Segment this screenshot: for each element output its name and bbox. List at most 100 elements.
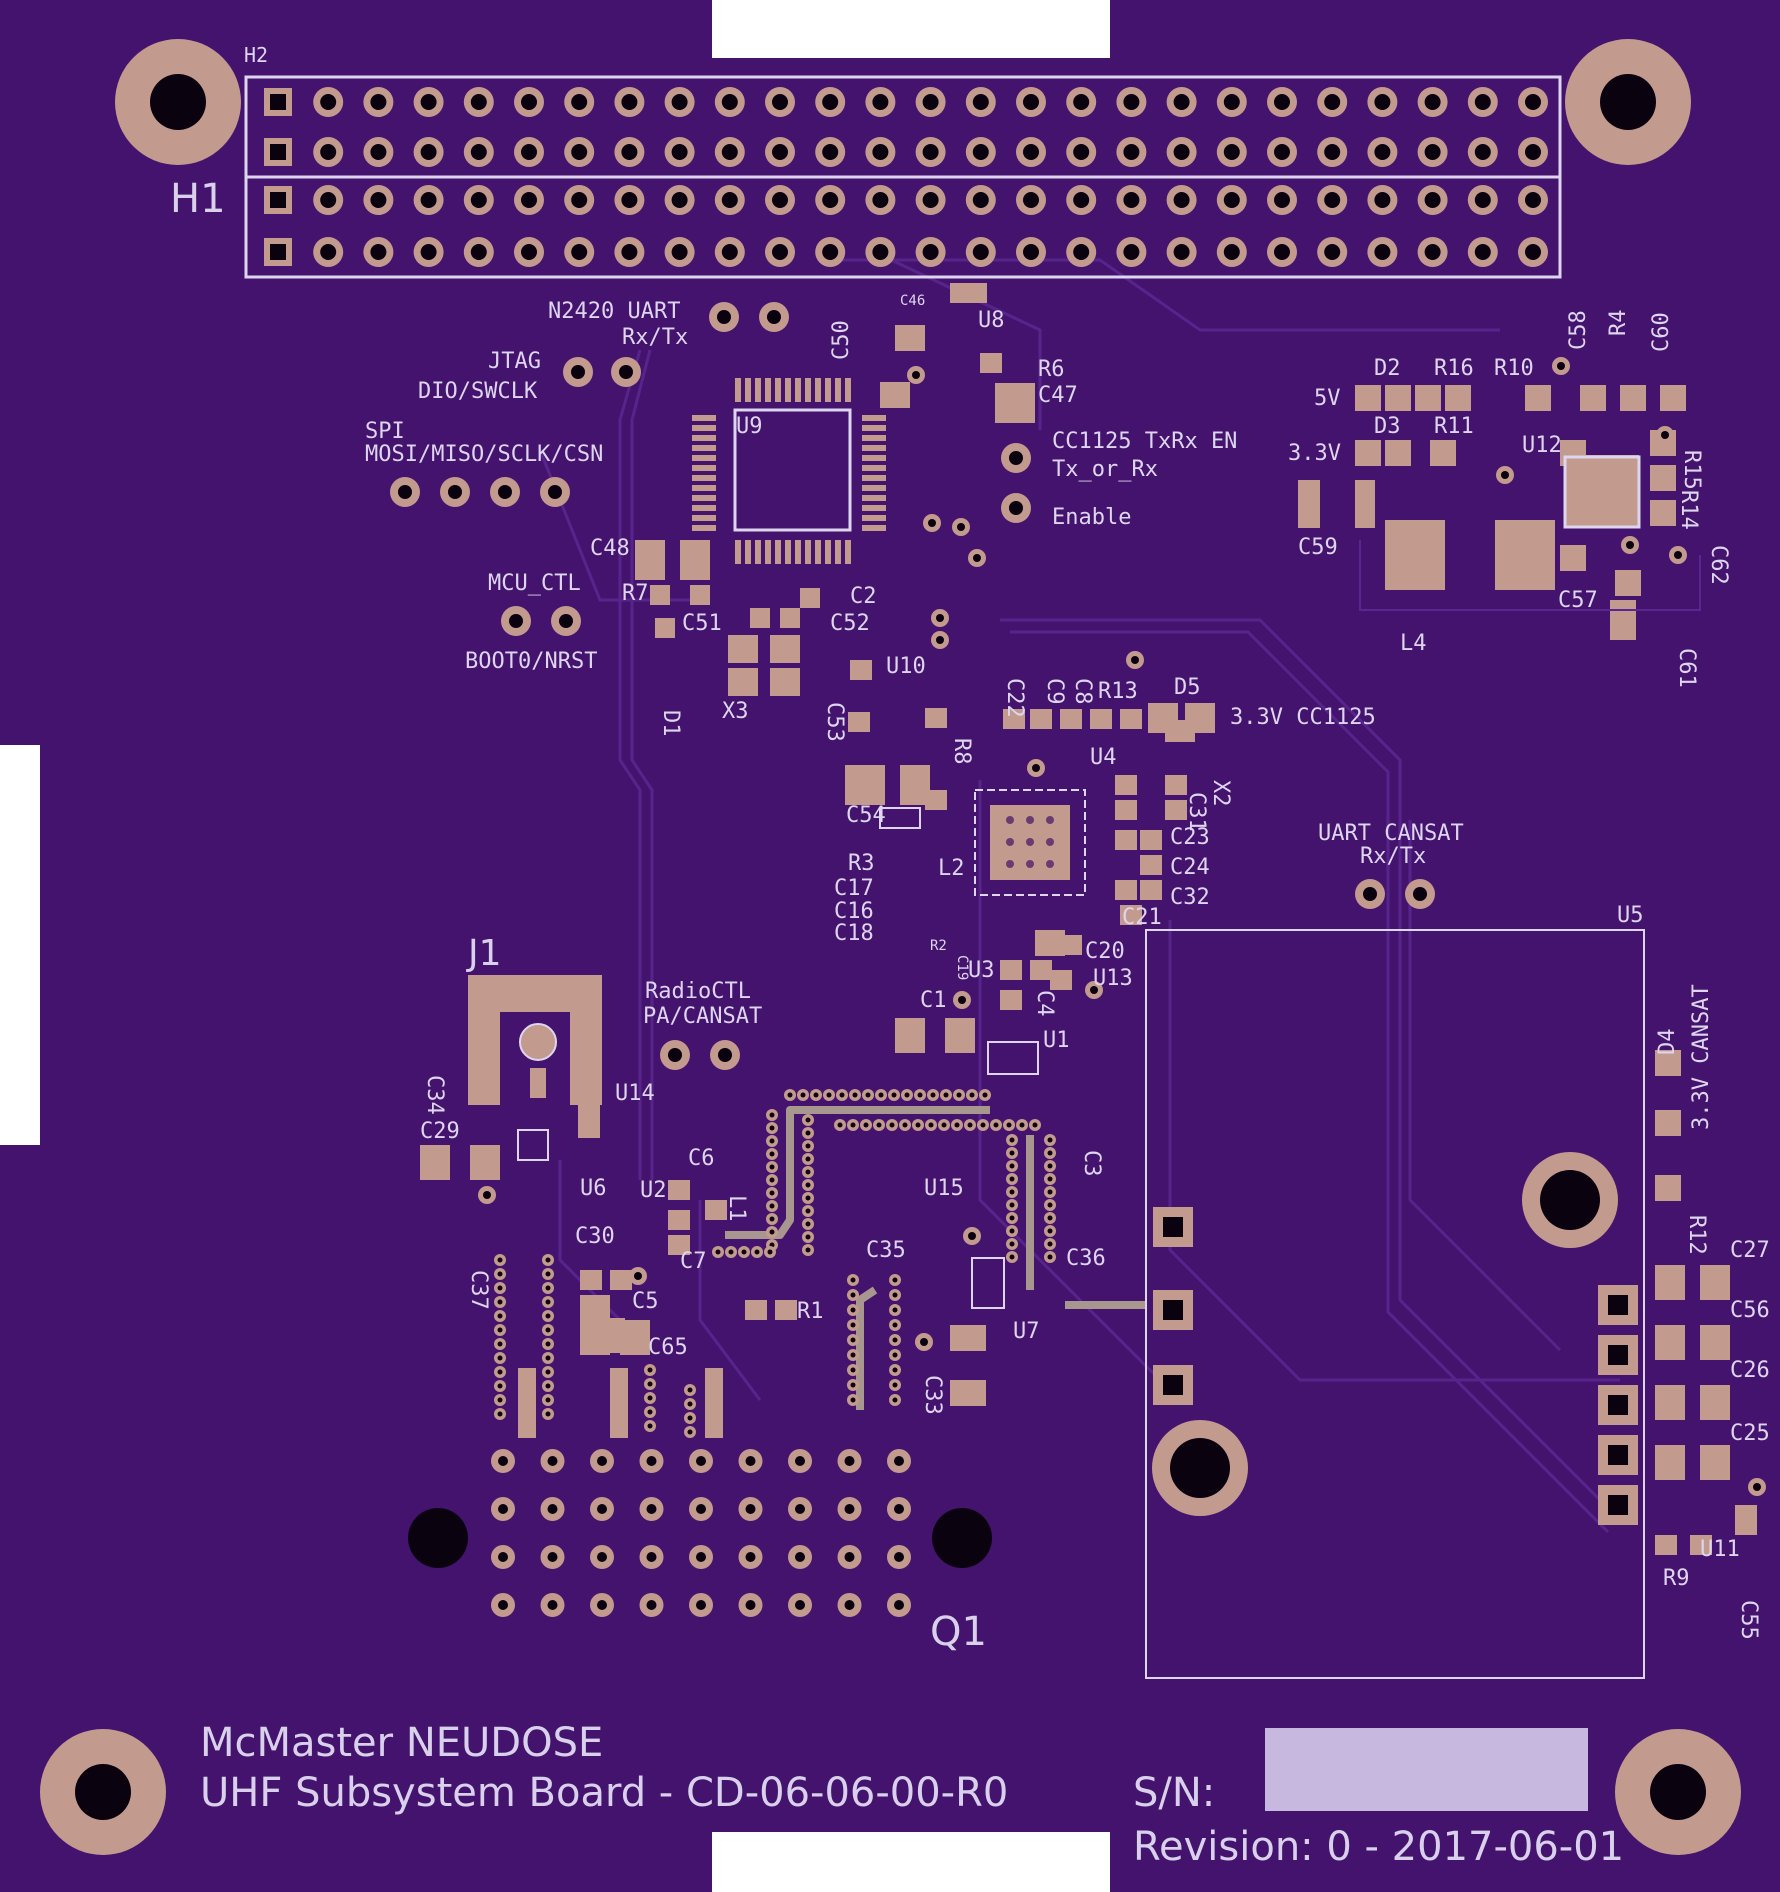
refdes-c1: C1 xyxy=(920,988,947,1013)
refdes-c62: C62 xyxy=(1706,545,1731,585)
refdes-c34: C34 xyxy=(422,1075,447,1115)
refdes-c35: C35 xyxy=(866,1238,906,1263)
refdes-c65: C65 xyxy=(648,1335,688,1360)
refdes-c53: C53 xyxy=(822,702,847,742)
n2420-uart-label: N2420 UART xyxy=(548,299,680,324)
refdes-u10: U10 xyxy=(886,654,926,679)
refdes-c25: C25 xyxy=(1730,1421,1770,1446)
refdes-c52: C52 xyxy=(830,611,870,636)
q1-label: Q1 xyxy=(930,1609,987,1655)
refdes-c3: C3 xyxy=(1079,1150,1104,1177)
refdes-r14: R14 xyxy=(1676,490,1701,530)
radioctl-label: RadioCTL xyxy=(645,979,751,1004)
refdes-c57: C57 xyxy=(1558,588,1598,613)
refdes-l2: L2 xyxy=(938,856,965,881)
refdes-c9: C9 xyxy=(1042,678,1067,705)
refdes-u12: U12 xyxy=(1522,433,1562,458)
uart-cansat-label: UART CANSAT xyxy=(1318,821,1464,846)
n2420-rxtx-label: Rx/Tx xyxy=(622,325,688,350)
refdes-u15: U15 xyxy=(924,1176,964,1201)
title-line2: UHF Subsystem Board - CD-06-06-00-R0 xyxy=(200,1770,1008,1816)
refdes-r6: R6 xyxy=(1038,357,1065,382)
refdes-r3: R3 xyxy=(848,851,875,876)
refdes-u9: U9 xyxy=(736,414,763,439)
refdes-c20: C20 xyxy=(1085,939,1125,964)
refdes-r1: R1 xyxy=(797,1299,824,1324)
refdes-c58: C58 xyxy=(1566,310,1591,350)
mcu-ctl-pins-label: BOOT0/NRST xyxy=(465,649,597,674)
refdes-r16: R16 xyxy=(1434,356,1474,381)
refdes-c29: C29 xyxy=(420,1119,460,1144)
refdes-c16: C16 xyxy=(834,899,874,924)
refdes-u7: U7 xyxy=(1013,1319,1040,1344)
refdes-d1: D1 xyxy=(658,710,683,737)
refdes-u4: U4 xyxy=(1090,745,1117,770)
refdes-r15: R15 xyxy=(1679,450,1704,490)
refdes-r9: R9 xyxy=(1663,1566,1690,1591)
refdes-d5: D5 xyxy=(1174,675,1201,700)
spi-label: SPI xyxy=(365,419,405,444)
refdes-u3: U3 xyxy=(968,958,995,983)
jtag-label: JTAG xyxy=(488,349,541,374)
refdes-c19: C19 xyxy=(954,955,970,980)
refdes-u11: U11 xyxy=(1700,1537,1740,1562)
h1-label: H1 xyxy=(170,176,226,222)
refdes-r2: R2 xyxy=(930,938,947,954)
refdes-c37: C37 xyxy=(466,1270,491,1310)
u5-module-outline xyxy=(1145,929,1645,1679)
refdes-c23: C23 xyxy=(1170,825,1210,850)
sn-box xyxy=(1265,1728,1588,1811)
refdes-c6: C6 xyxy=(688,1146,715,1171)
refdes-c8: C8 xyxy=(1070,678,1095,705)
refdes-c51: C51 xyxy=(682,611,722,636)
mounting-holes xyxy=(40,39,1741,1855)
u5-label: U5 xyxy=(1617,903,1644,928)
refdes-u13: U13 xyxy=(1093,966,1133,991)
pa-cansat-label: PA/CANSAT xyxy=(643,1004,762,1029)
smd-pads xyxy=(390,283,1766,1555)
refdes-r8: R8 xyxy=(949,738,974,765)
v5-label: 5V xyxy=(1314,386,1341,411)
u4-cc1125-footprint xyxy=(974,789,1086,896)
refdes-c46: C46 xyxy=(900,293,925,309)
u9-mcu-footprint xyxy=(692,378,886,564)
refdes-r7: R7 xyxy=(622,581,649,606)
refdes-l1: L1 xyxy=(724,1195,749,1222)
j1-label: J1 xyxy=(466,933,502,974)
sn-label: S/N: xyxy=(1133,1770,1215,1816)
jtag-pins-label: DIO/SWCLK xyxy=(418,379,538,404)
rf-traces xyxy=(725,1106,1145,1410)
refdes-c56: C56 xyxy=(1730,1298,1770,1323)
refdes-c22: C22 xyxy=(1002,678,1027,718)
refdes-u6: U6 xyxy=(580,1176,607,1201)
header-h1-h2 xyxy=(244,75,1562,279)
u5-pads xyxy=(1153,1207,1638,1525)
refdes-r11: R11 xyxy=(1434,414,1474,439)
refdes-c31: C31 xyxy=(1184,792,1209,832)
tx-or-rx-label: Tx_or_Rx xyxy=(1052,457,1158,482)
revision-label: Revision: 0 - 2017-06-01 xyxy=(1133,1824,1624,1870)
h2-label: H2 xyxy=(244,43,268,67)
refdes-c61: C61 xyxy=(1674,648,1699,688)
refdes-c60: C60 xyxy=(1649,312,1674,352)
refdes-c30: C30 xyxy=(575,1224,615,1249)
refdes-c32: C32 xyxy=(1170,885,1210,910)
v33-label: 3.3V xyxy=(1288,441,1341,466)
title-line1: McMaster NEUDOSE xyxy=(200,1720,603,1766)
refdes-c59: C59 xyxy=(1298,535,1338,560)
refdes-c7: C7 xyxy=(680,1249,707,1274)
refdes-d4: D4 xyxy=(1655,1029,1680,1056)
j1-connector-footprint xyxy=(468,975,602,1105)
enable-label: Enable xyxy=(1052,505,1131,530)
cc1125-en-label: CC1125 TxRx EN xyxy=(1052,429,1237,454)
l4-label: L4 xyxy=(1400,631,1427,656)
refdes-c54: C54 xyxy=(846,803,886,828)
refdes-c24: C24 xyxy=(1170,855,1210,880)
refdes-r13: R13 xyxy=(1098,679,1138,704)
refdes-u1: U1 xyxy=(1043,1028,1070,1053)
refdes-c36: C36 xyxy=(1066,1246,1106,1271)
refdes-c18: C18 xyxy=(834,921,874,946)
q1-pin-grid xyxy=(491,1449,911,1617)
